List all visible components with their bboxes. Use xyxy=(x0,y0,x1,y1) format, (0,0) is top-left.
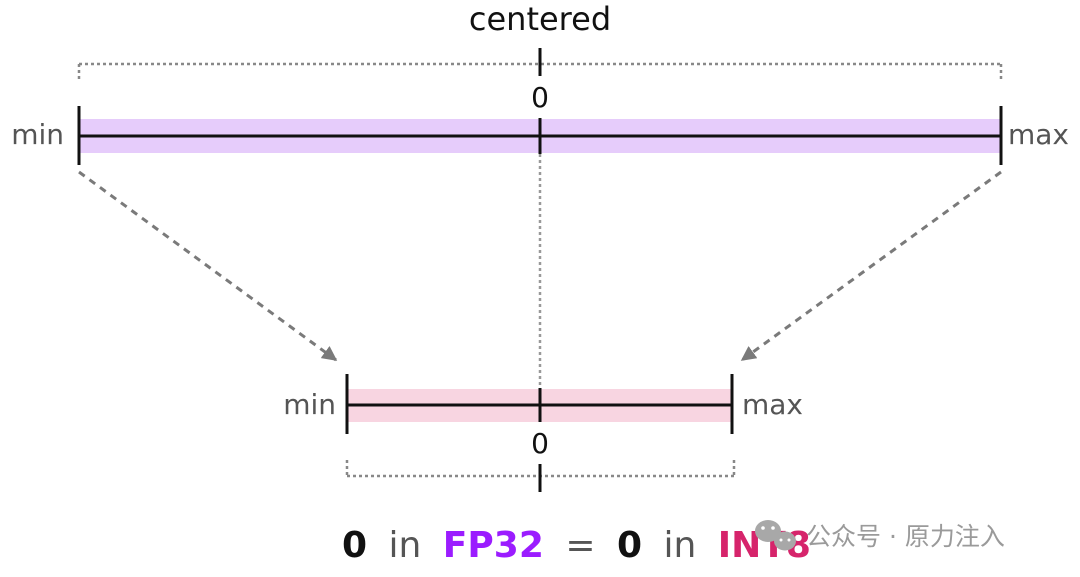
top-bracket xyxy=(77,62,1003,80)
min-mapping-arrow xyxy=(78,170,338,362)
caption-zero-right: 0 xyxy=(617,525,642,566)
fp32-max-label: max xyxy=(1008,118,1069,151)
fp32-zero-label: 0 xyxy=(531,81,549,114)
caption-fp32: FP32 xyxy=(443,525,544,566)
caption-in-right: in xyxy=(663,525,696,566)
int8-zero-label: 0 xyxy=(531,427,549,460)
watermark-text: 公众号 · 原力注入 xyxy=(806,522,1005,551)
fp32-min-label: min xyxy=(11,118,64,151)
int8-max-label: max xyxy=(742,388,803,421)
caption-in-left: in xyxy=(389,525,422,566)
int8-min-label: min xyxy=(283,388,336,421)
equivalence-caption: 0 in FP32 = 0 in INT8 xyxy=(342,525,811,566)
wechat-icon xyxy=(755,520,796,551)
max-mapping-arrow xyxy=(740,170,1002,362)
caption-equals: = xyxy=(565,525,595,566)
diagram-title: centered xyxy=(469,0,611,38)
caption-zero-left: 0 xyxy=(342,525,367,566)
